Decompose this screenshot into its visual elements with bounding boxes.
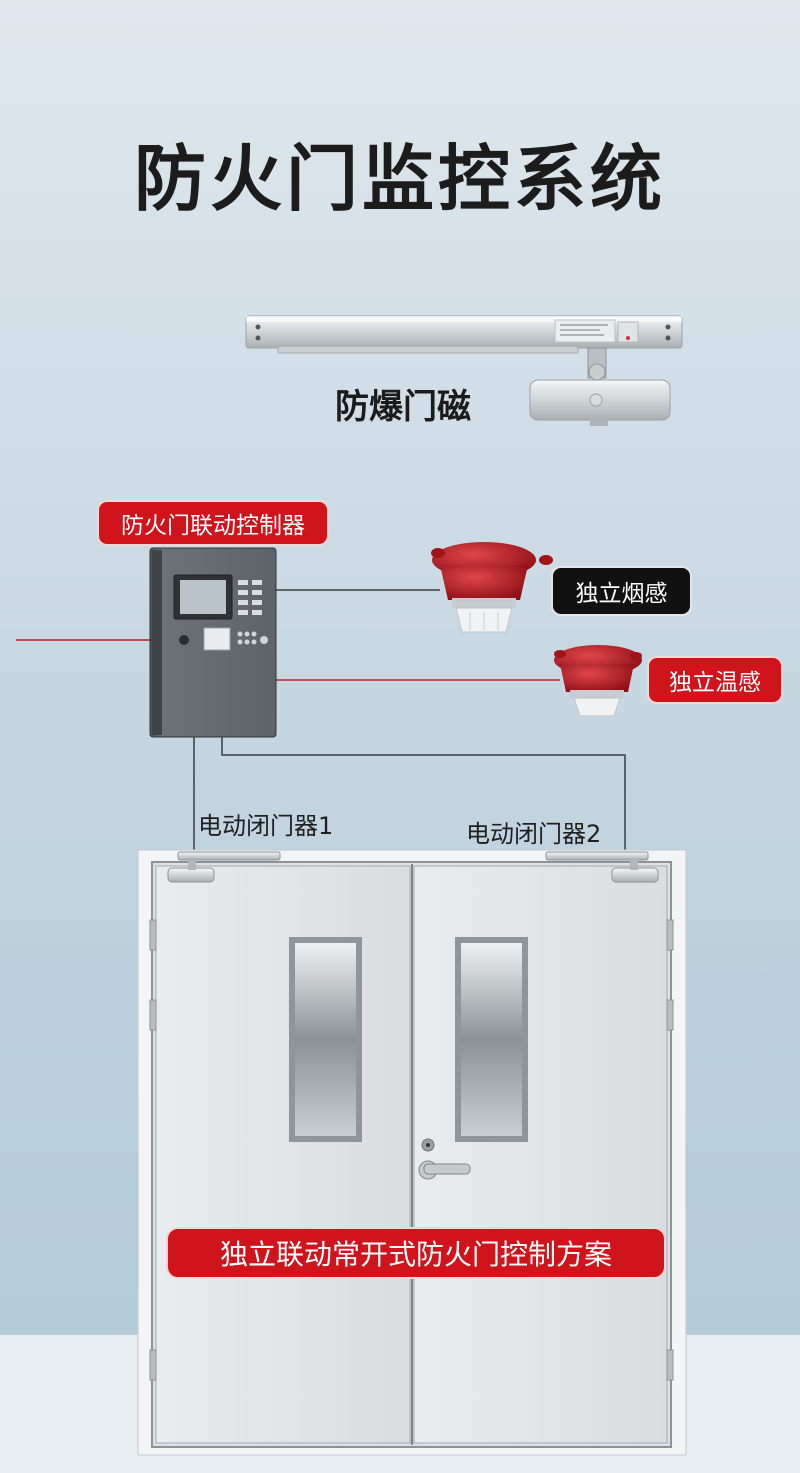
- smoke-label: 独立烟感: [575, 581, 668, 607]
- scheme-label: 独立联动常开式防火门控制方案: [219, 1238, 612, 1271]
- page-title: 防火门监控系统: [133, 137, 666, 221]
- controller-label-tag: 防火门联动控制器: [97, 500, 329, 546]
- wiring: [16, 589, 626, 858]
- door-closer-icon: [167, 851, 659, 883]
- closer1-label: 电动闭门器1: [198, 812, 333, 840]
- temp-label: 独立温感: [669, 670, 761, 696]
- closer2-label: 电动闭门器2: [466, 820, 601, 848]
- door-magnet-bar-icon: [245, 315, 683, 426]
- door-handle-icon: [418, 1138, 471, 1180]
- heat-detector-icon: [554, 645, 642, 717]
- smoke-label-tag: 独立烟感: [551, 566, 692, 616]
- smoke-detector-icon: [431, 542, 553, 633]
- controller-cabinet-icon: [149, 547, 277, 738]
- controller-label: 防火门联动控制器: [121, 513, 305, 539]
- temp-label-tag: 独立温感: [647, 656, 783, 704]
- scheme-label-tag: 独立联动常开式防火门控制方案: [166, 1227, 666, 1279]
- double-fire-door-icon: [137, 849, 687, 1456]
- magnet-label: 防爆门磁: [335, 387, 471, 427]
